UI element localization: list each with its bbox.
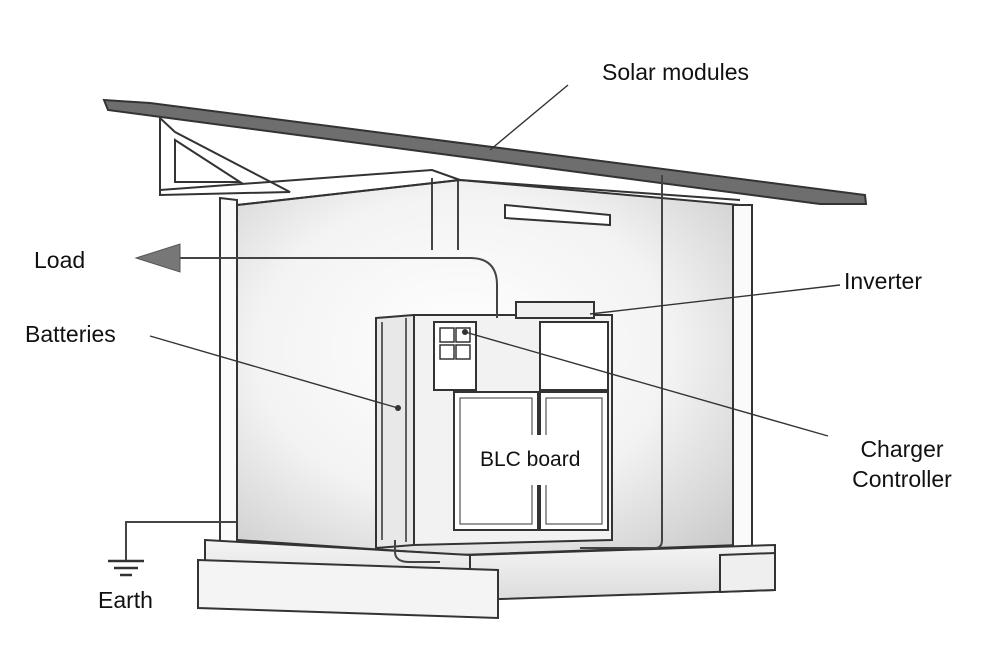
battery-terminal: [395, 405, 401, 411]
right-post: [732, 204, 753, 556]
label-controller: Controller: [852, 466, 952, 492]
earth-ground-icon: [108, 559, 144, 577]
cables: [125, 175, 663, 563]
blc-board-panel: [474, 435, 594, 485]
label-earth: Earth: [98, 587, 153, 613]
leader-lines: [149, 84, 841, 437]
label-load: Load: [34, 247, 85, 273]
wall-vent: [504, 203, 611, 227]
roof-beam: [159, 168, 741, 206]
earth-cable: [125, 521, 237, 560]
battery-cable: [394, 540, 440, 563]
load-cable: [180, 257, 498, 318]
label-solar-modules: Solar modules: [602, 59, 749, 85]
roof-truss: [159, 115, 291, 197]
foundation: [197, 538, 776, 620]
inverter-compartment: [539, 321, 609, 391]
load-arrow-icon: [134, 243, 181, 273]
equipment-cabinet: [375, 301, 613, 550]
solar-roof: [102, 98, 868, 205]
label-batteries: Batteries: [25, 321, 116, 347]
inverter-box: [515, 301, 595, 319]
leader-inverter: [589, 284, 841, 315]
interior-corner: [431, 178, 459, 250]
leader-charger-controller: [464, 331, 829, 437]
label-blc-board: BLC board: [480, 448, 580, 471]
solar-cable: [580, 175, 663, 549]
front-footing: [197, 558, 499, 620]
label-inverter: Inverter: [844, 268, 922, 294]
right-footing: [719, 551, 776, 594]
left-post: [219, 196, 238, 546]
leader-batteries: [149, 335, 399, 409]
leader-solar-modules: [489, 84, 569, 151]
charger-terminal: [462, 329, 468, 335]
label-charger: Charger: [860, 436, 943, 462]
